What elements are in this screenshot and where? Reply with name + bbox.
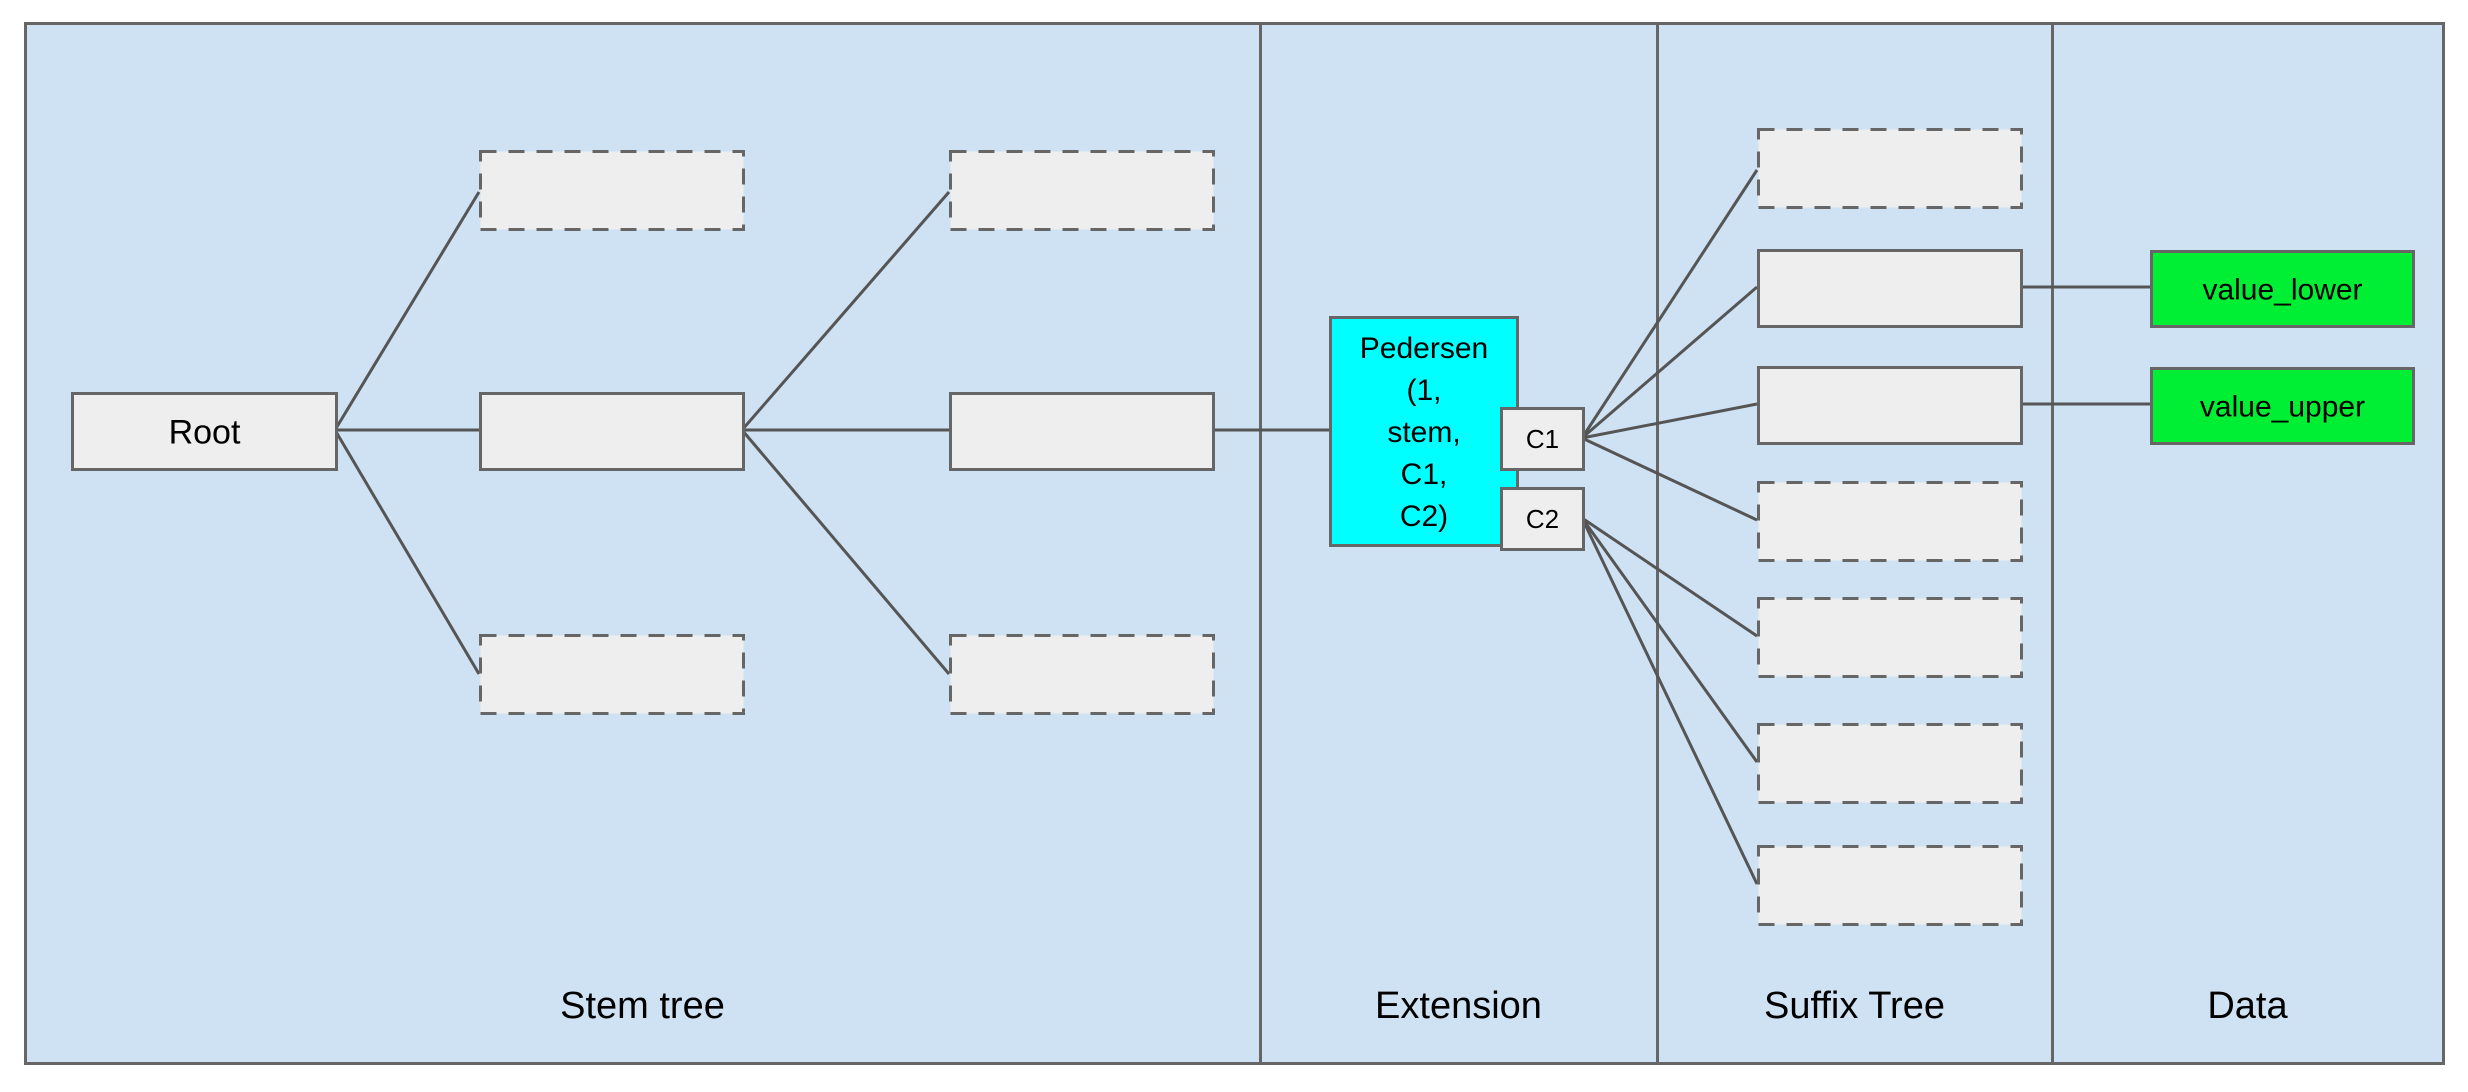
- node-label-c2: C2: [1526, 504, 1559, 534]
- node-box-c1: [1500, 407, 1585, 471]
- node-label-pedersen-line-5: C2): [1400, 500, 1448, 533]
- node-suffix-5[interactable]: [1757, 597, 2023, 678]
- node-label-pedersen-line-2: (1,: [1406, 374, 1441, 407]
- node-value-upper[interactable]: value_upper: [2150, 367, 2415, 445]
- node-box-suffix-6: [1757, 723, 2023, 804]
- edge-c2-to-suffix_6: [1580, 517, 1759, 763]
- node-box-value-lower: [2150, 250, 2415, 328]
- edge-root-to-stem_l1_top: [333, 191, 481, 431]
- node-label-pedersen-line-1: Pedersen: [1360, 332, 1488, 365]
- node-value-lower[interactable]: value_lower: [2150, 250, 2415, 328]
- node-pedersen[interactable]: Pedersen (1, stem, C1, C2): [1329, 316, 1519, 547]
- node-suffix-4[interactable]: [1757, 481, 2023, 562]
- node-c2[interactable]: C2: [1500, 487, 1585, 551]
- node-c1[interactable]: C1: [1500, 407, 1585, 471]
- node-label-value-lower: value_lower: [2202, 274, 2362, 307]
- lane-label-data: Data: [2207, 985, 2288, 1027]
- node-box-suffix-2: [1757, 249, 2023, 328]
- node-box-suffix-1: [1757, 128, 2023, 209]
- node-box-suffix-5: [1757, 597, 2023, 678]
- node-box-stem-l2-mid: [949, 392, 1215, 471]
- node-suffix-6[interactable]: [1757, 723, 2023, 804]
- node-stem-l1-top[interactable]: [479, 150, 745, 231]
- lane-panel-data: [2051, 22, 2445, 1065]
- edge-c1-to-suffix_2: [1581, 285, 1758, 440]
- node-stem-l2-top[interactable]: [949, 150, 1215, 231]
- lane-label-stem-tree: Stem tree: [560, 985, 725, 1027]
- node-box-c2: [1500, 487, 1585, 551]
- edge-c2-to-suffix_5: [1581, 516, 1758, 638]
- node-box-value-upper: [2150, 367, 2415, 445]
- node-suffix-3[interactable]: [1757, 366, 2023, 445]
- lane-label-suffix-tree: Suffix Tree: [1764, 985, 1945, 1027]
- node-box-stem-l1-mid: [479, 392, 745, 471]
- lane-labels-group: Stem tree Extension Suffix Tree Data: [560, 985, 2288, 1027]
- lane-panels: [24, 22, 2445, 1065]
- node-box-stem-l1-top: [479, 150, 745, 231]
- node-box-suffix-4: [1757, 481, 2023, 562]
- node-label-root: Root: [169, 413, 241, 451]
- edge-c1-to-suffix_3: [1581, 402, 1758, 440]
- node-label-pedersen-line-4: C1,: [1401, 458, 1448, 491]
- node-root[interactable]: Root: [71, 392, 338, 471]
- node-stem-l2-bot[interactable]: [949, 634, 1215, 715]
- edges-group: [333, 169, 2150, 885]
- edge-root-to-stem_l1_bot: [333, 429, 481, 675]
- node-box-stem-l2-top: [949, 150, 1215, 231]
- node-box-suffix-3: [1757, 366, 2023, 445]
- node-suffix-1[interactable]: [1757, 128, 2023, 209]
- node-stem-l1-bot[interactable]: [479, 634, 745, 715]
- node-box-suffix-7: [1757, 845, 2023, 926]
- node-label-pedersen-line-3: stem,: [1387, 416, 1460, 449]
- edge-c1-to-suffix_1: [1580, 169, 1759, 439]
- node-box-pedersen: [1329, 316, 1519, 547]
- node-stem-l2-mid[interactable]: [949, 392, 1215, 471]
- node-stem-l1-mid[interactable]: [479, 392, 745, 471]
- node-label-c1: C1: [1526, 424, 1559, 454]
- node-suffix-7[interactable]: [1757, 845, 2023, 926]
- node-label-value-upper: value_upper: [2200, 391, 2365, 424]
- node-box-stem-l1-bot: [479, 634, 745, 715]
- node-box-root: [71, 392, 338, 471]
- lane-label-extension: Extension: [1375, 985, 1542, 1027]
- edge-c2-to-suffix_7: [1580, 517, 1759, 885]
- edge-stem_l1_mid-to-stem_l2_bot: [740, 429, 951, 675]
- node-box-stem-l2-bot: [949, 634, 1215, 715]
- node-suffix-2[interactable]: [1757, 249, 2023, 328]
- edge-stem_l1_mid-to-stem_l2_top: [740, 191, 951, 431]
- edge-c1-to-suffix_4: [1581, 436, 1758, 522]
